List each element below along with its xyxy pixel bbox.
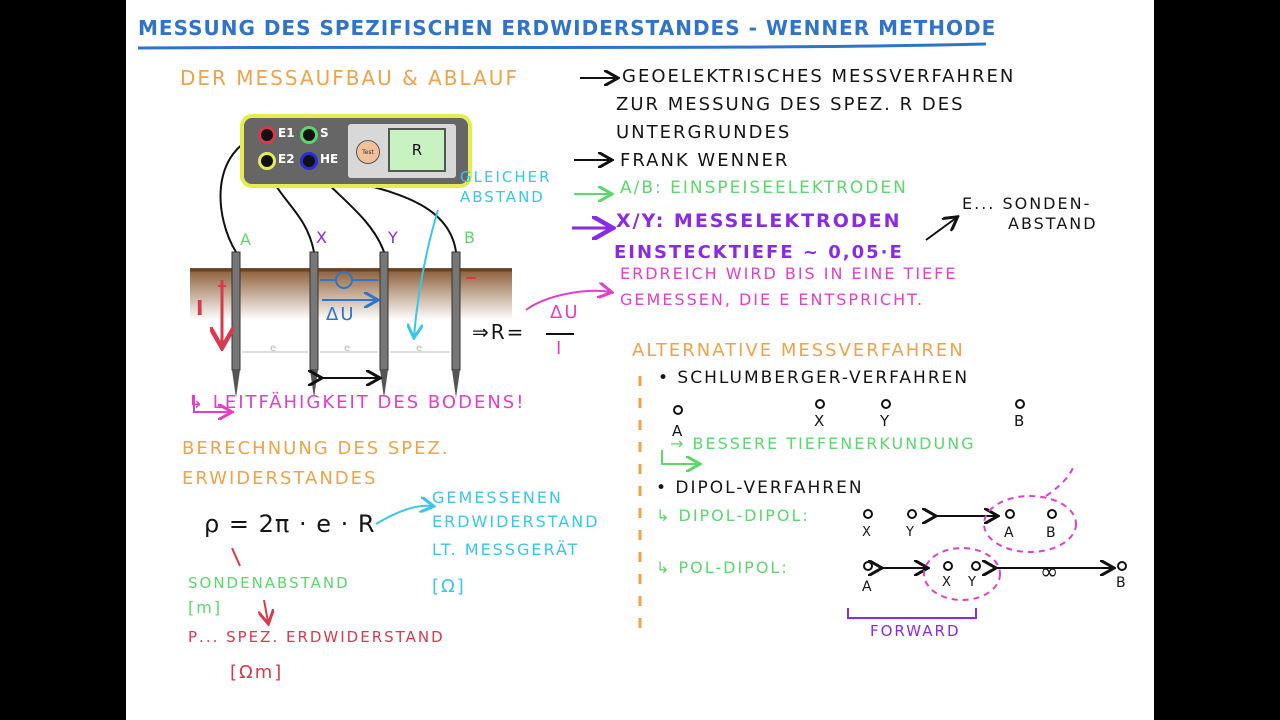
schlumberger-electrodes	[673, 399, 1025, 415]
dd-pair-tail	[1045, 465, 1075, 497]
pd-label-a: A	[862, 579, 874, 595]
jack-e1-label: E1	[278, 126, 295, 140]
measured-line-3: LT. MESSGERÄT	[432, 540, 580, 559]
note-depth-line-1: ERDREICH WIRD BIS IN EINE TIEFE	[620, 264, 958, 283]
sch-label-y: Y	[880, 412, 892, 430]
alt-heading: ALTERNATIVE MESSVERFAHREN	[632, 340, 965, 361]
formula-r: ⇒R=	[472, 320, 526, 344]
measured-line-1: GEMESSENEN	[432, 488, 563, 507]
jack-s-icon	[300, 126, 318, 144]
equal-spacing-arrow	[414, 209, 439, 336]
note-depth-line-2: GEMESSEN, DIE e ENTSPRICHT.	[620, 290, 925, 309]
sch-note-arrow	[661, 450, 698, 464]
spacing-unit: [m]	[188, 598, 223, 617]
conductivity-arrow	[193, 395, 230, 412]
rho-unit: [Ωm]	[230, 662, 284, 683]
dipol-dipol-label: ↳ DIPOL-DIPOL:	[656, 506, 810, 525]
dipol-title: • DIPOL-VERFAHREN	[656, 478, 864, 498]
electrode-label-a: A	[240, 230, 253, 249]
sch-label-b: B	[1014, 412, 1027, 430]
note-xy: X/Y: MESSELEKTRODEN	[616, 210, 902, 232]
formula-numerator: ΔU	[550, 302, 580, 323]
calc-heading-line-2: ERWIDERSTANDES	[182, 468, 378, 489]
electrode-y	[379, 251, 389, 398]
rho-pointer	[264, 599, 268, 622]
earth-tester-device: E1 S E2 HE Test R	[240, 114, 472, 188]
jack-s-label: S	[320, 126, 329, 140]
pd-label-b: B	[1116, 575, 1128, 591]
dd-label-x: X	[862, 525, 873, 540]
plus-sign	[218, 282, 226, 290]
conductivity-note: ↳ LEITFÄHIGKEIT DES BODENS!	[188, 392, 526, 413]
formula-denominator: I	[556, 338, 564, 359]
spacing-label-1: e	[270, 343, 279, 354]
note-wenner: FRANK WENNER	[620, 150, 790, 171]
page-title: MESSUNG DES SPEZIFISCHEN ERDWIDERSTANDES…	[138, 16, 997, 40]
schlumberger-note: → BESSERE TIEFENERKUNDUNG	[670, 434, 976, 453]
dipol-dipol-electrodes	[863, 509, 1057, 519]
measured-unit: [Ω]	[432, 576, 466, 597]
equal-spacing-line-1: GLEICHER	[460, 168, 552, 186]
jack-e2-label: E2	[278, 152, 295, 166]
forward-bracket	[847, 608, 977, 619]
sch-label-x: X	[814, 412, 827, 430]
note-ab: A/B: EINSPEISEELEKTRODEN	[620, 178, 908, 198]
electrode-a	[231, 251, 241, 398]
jack-e1-icon	[258, 126, 276, 144]
jack-he-icon	[300, 152, 318, 170]
forward-label: FORWARD	[870, 622, 961, 640]
electrode-x	[309, 251, 319, 398]
title-underline	[137, 42, 987, 50]
electrode-label-b: B	[464, 228, 477, 247]
spacing-name: SONDENABSTAND	[188, 574, 350, 592]
jack-e2-icon	[258, 152, 276, 170]
spacing-pointer	[231, 547, 241, 567]
electrode-b	[451, 251, 461, 398]
note-geo-line-2: ZUR MESSUNG DES SPEZ. R DES	[616, 94, 965, 115]
pd-label-x: X	[942, 575, 953, 590]
note-depth: EINSTECKTIEFE ~ 0,05·e	[614, 242, 904, 263]
measured-line-2: ERDWIDERSTAND	[432, 512, 600, 531]
schlumberger-title: • SCHLUMBERGER-VERFAHREN	[658, 368, 970, 388]
spacing-label-2: e	[344, 343, 353, 354]
jack-he-label: HE	[320, 152, 339, 166]
infinity-symbol: ∞	[1040, 560, 1061, 585]
device-display: R	[388, 128, 446, 172]
equal-spacing-line-2: ABSTAND	[460, 188, 545, 206]
dd-label-y: Y	[906, 525, 916, 540]
dd-label-b: B	[1046, 525, 1058, 541]
measured-arrow	[375, 506, 432, 525]
note-e-line-1: e... SONDEN-	[962, 194, 1092, 213]
e-note-arrow	[925, 218, 956, 241]
pol-dipol-label: ↳ POL-DIPOL:	[656, 558, 789, 577]
whiteboard-page: MESSUNG DES SPEZIFISCHEN ERDWIDERSTANDES…	[126, 0, 1154, 720]
device-panel: Test R	[348, 124, 456, 178]
note-e-line-2: ABSTAND	[1008, 214, 1098, 233]
electrode-label-x: X	[316, 228, 329, 247]
current-label: I	[196, 296, 206, 320]
rho-formula: ρ = 2π · e · R	[204, 510, 376, 538]
setup-heading: DER MESSAUFBAU & ABLAUF	[180, 66, 519, 90]
sketch-layer	[137, 42, 1127, 636]
spacing-label-3: e	[416, 343, 425, 354]
test-button[interactable]: Test	[356, 140, 380, 164]
electrode-label-y: Y	[388, 228, 400, 247]
dd-pair-circle	[983, 495, 1077, 553]
pd-pair-circle	[923, 547, 1001, 601]
depth-arrow	[525, 291, 610, 311]
voltage-label: ΔU	[326, 304, 356, 325]
rho-name: ρ... SPEZ. ERDWIDERSTAND	[188, 628, 445, 646]
calc-heading-line-1: BERECHNUNG DES SPEZ.	[182, 438, 450, 459]
sch-label-a: A	[672, 422, 685, 440]
note-geo-line-1: GEOELEKTRISCHES MESSVERFAHREN	[622, 66, 1016, 87]
dd-label-a: A	[1004, 525, 1016, 541]
pd-label-y: Y	[968, 575, 978, 590]
note-geo-line-3: UNTERGRUNDES	[616, 122, 792, 143]
